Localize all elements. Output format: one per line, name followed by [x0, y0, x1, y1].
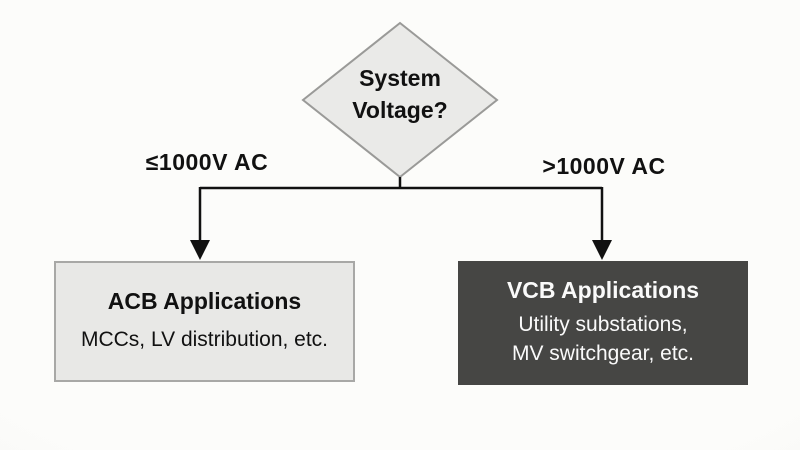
vcb-box-title: VCB Applications — [506, 276, 700, 303]
acb-box-subtitle: MCCs, LV distribution, etc. — [80, 328, 329, 352]
branch-condition-right: >1000V AC — [542, 153, 666, 179]
decision-node-label: System Voltage? — [352, 65, 448, 123]
vcb-applications-box: VCB Applications Utility substations, MV… — [458, 261, 748, 385]
right-arrowhead-icon — [592, 240, 612, 260]
vcb-box-subtitle-line2: MV switchgear, etc. — [511, 342, 695, 366]
acb-applications-box: ACB Applications MCCs, LV distribution, … — [54, 261, 355, 382]
vcb-box-subtitle-line1: Utility substations, — [518, 313, 688, 337]
branch-condition-left: ≤1000V AC — [145, 149, 269, 175]
acb-box-title: ACB Applications — [107, 287, 302, 314]
left-arrowhead-icon — [190, 240, 210, 260]
